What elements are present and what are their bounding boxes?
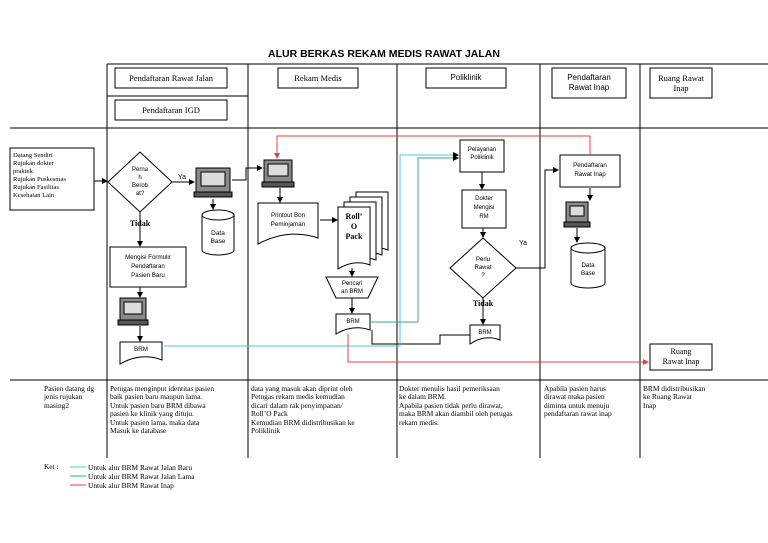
- ruang-rawat-inap-box: [649, 343, 713, 371]
- dokter-box: [461, 189, 507, 229]
- lane-header-pendaftaran-rawat-jalan: Pendaftaran Rawat Jalan: [128, 73, 214, 83]
- lane-header-poliklinik: Poliklinik: [450, 73, 482, 82]
- legend-item-lama: Untuk alur BRM Rawat Jalan Lama: [88, 472, 195, 481]
- ya-label: Ya: [177, 174, 187, 181]
- flow-baru-line: [164, 152, 459, 347]
- brm-document-icon: [469, 324, 501, 345]
- roll-o-pack-icon: [337, 191, 389, 270]
- lane-header-rekam-medis: Rekam Medis: [294, 73, 342, 83]
- lane-header-pendaftaran-igd: Pendaftaran IGD: [142, 105, 200, 115]
- ya-label: Ya: [518, 240, 528, 247]
- flow-inap-line: [274, 135, 591, 159]
- flow-inap-line-2: [347, 334, 649, 365]
- database-icon: [570, 242, 606, 289]
- printout-document-icon: [257, 202, 319, 245]
- brm-label: BRM: [346, 319, 360, 325]
- lane-header-pendaftaran-rawat-inap: Pendaftaran Rawat Inap: [567, 73, 611, 92]
- database-icon: [201, 209, 235, 256]
- legend-item-inap: Untuk alur BRM Rawat Inap: [88, 481, 174, 490]
- lane-header-ruang-rawat-inap: Ruang Rawat Inap: [657, 73, 705, 93]
- computer-icon: [117, 297, 149, 326]
- tidak-label: Tidak: [472, 299, 494, 308]
- flow-lama-line: [370, 155, 459, 323]
- computer-icon: [261, 159, 295, 188]
- legend-prefix: Ket :: [44, 462, 59, 471]
- legend-item-baru: Untuk alur BRM Rawat Jalan Baru: [88, 463, 193, 472]
- lane-headers: [114, 67, 713, 121]
- brm-document-icon: [335, 313, 371, 335]
- mengisi-formulir-box: [109, 246, 187, 288]
- diagram-title: ALUR BERKAS REKAM MEDIS RAWAT JALAN: [268, 48, 500, 60]
- brm-label: BRM: [478, 330, 492, 336]
- tidak-label: Tidak: [129, 219, 151, 228]
- brm-document-icon: [119, 341, 163, 365]
- computer-icon: [193, 167, 233, 198]
- pencarian-brm-shape: [325, 276, 379, 299]
- black-connectors: [94, 165, 593, 345]
- description-col1: Pasien datang dg jenis rujukan masing2: [44, 384, 95, 410]
- brm-label: BRM: [134, 346, 148, 353]
- source-box: [9, 147, 95, 211]
- pelayanan-box: [459, 139, 505, 173]
- computer-icon: [563, 201, 591, 228]
- swimlane-grid: [10, 63, 768, 458]
